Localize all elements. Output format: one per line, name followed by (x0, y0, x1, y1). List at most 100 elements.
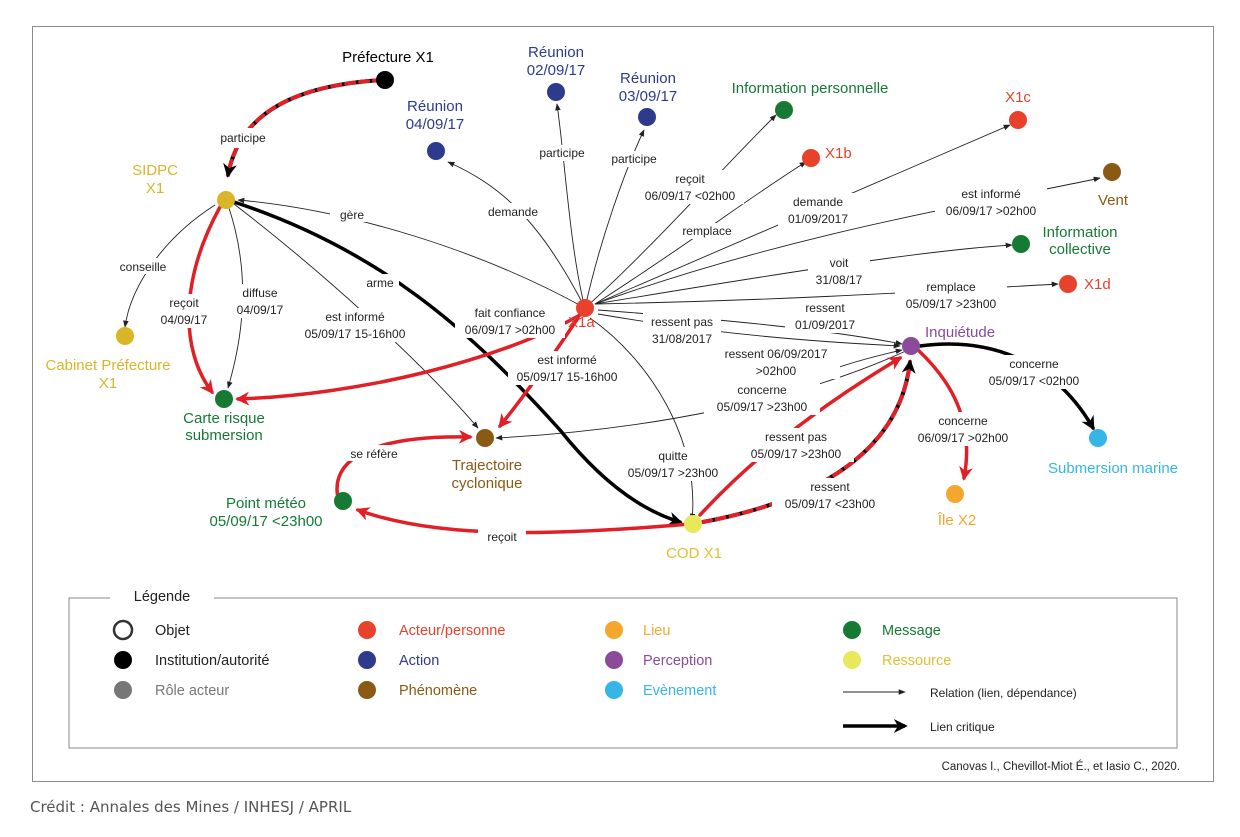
node-inquietude-label: Inquiétude (925, 324, 995, 341)
node-prefecture (376, 71, 394, 89)
label-remplace-x1d-1: remplace (926, 280, 976, 294)
label-recoit-perso-1: reçoit (675, 172, 705, 186)
edge-demande (447, 161, 586, 309)
edge-participe-pref-dash (223, 78, 384, 178)
label-ressent-0609-1: ressent 06/09/2017 (725, 347, 828, 361)
label-concerne-ile-2: 06/09/17 >02h00 (918, 431, 1009, 445)
label-recoit-carte-1: reçoit (169, 296, 199, 310)
legend-institution: Institution/autorité (155, 653, 269, 669)
legend-message-swatch (843, 621, 861, 639)
edge-recoit-perso (584, 114, 777, 309)
label-ressent-pas-2: 31/08/2017 (652, 332, 712, 346)
node-prefecture-label: Préfecture X1 (342, 49, 434, 66)
node-carte (215, 390, 233, 408)
label-est-informe-sidpc-1: est informé (325, 310, 385, 324)
edge-arme (232, 200, 683, 526)
label-demande-x1c-1: demande (793, 195, 843, 209)
label-est-informe-x1a-1: est informé (537, 353, 597, 367)
node-point-meteo-label-1: Point météo (226, 495, 306, 512)
label-arme: arme (366, 276, 394, 290)
citation: Canovas I., Chevillot-Miot É., et Iasio … (941, 761, 1180, 773)
label-diffuse-2: 04/09/17 (237, 303, 284, 317)
legend-lieu-swatch (605, 621, 623, 639)
legend-role-swatch (114, 681, 132, 699)
node-ile-label: Île X2 (937, 512, 976, 529)
node-reunion-0309-label-2: 03/09/17 (619, 88, 677, 105)
legend-phenomene-swatch (358, 681, 376, 699)
label-quitte-1: quitte (658, 449, 688, 463)
node-reunion-0409-label-1: Réunion (407, 98, 463, 115)
legend-ressource-swatch (843, 651, 861, 669)
legend-perception: Perception (643, 653, 712, 669)
label-est-informe-sidpc-2: 05/09/17 15-16h00 (305, 327, 406, 341)
legend-ressource: Ressource (882, 653, 951, 669)
edge-gere (237, 197, 586, 309)
node-vent-label: Vent (1098, 192, 1129, 209)
legend-critique: Lien critique (930, 720, 995, 734)
node-trajectoire-label-2: cyclonique (452, 475, 523, 492)
legend-title: Légende (134, 589, 190, 605)
node-info-coll-label-2: collective (1049, 241, 1111, 258)
legend-evenement-swatch (605, 681, 623, 699)
node-info-coll-label-1: Information (1042, 224, 1117, 241)
label-remplace-x1d-2: 05/09/17 >23h00 (906, 297, 997, 311)
node-reunion-0409-label-2: 04/09/17 (406, 116, 464, 133)
node-point-meteo (334, 492, 352, 510)
edge-ressent-cod-dash (701, 359, 916, 524)
label-concerne-sub-1: concerne (1009, 357, 1059, 371)
label-ressent-pas-cod-1: ressent pas (765, 430, 827, 444)
node-trajectoire (476, 429, 494, 447)
image-credit: Crédit : Annales des Mines / INHESJ / AP… (30, 798, 352, 816)
label-voit-2: 31/08/17 (816, 273, 863, 287)
label-ressent-2: 01/09/2017 (795, 318, 855, 332)
legend-objet-swatch (112, 619, 134, 641)
label-ressent-pas-cod-2: 05/09/17 >23h00 (751, 447, 842, 461)
node-x1a (576, 299, 594, 317)
node-x1a-label: X1a (568, 314, 595, 331)
label-demande: demande (488, 205, 538, 219)
label-remplace-x1b: remplace (682, 224, 732, 238)
legend-objet: Objet (155, 623, 190, 639)
node-reunion-0209-label-1: Réunion (528, 44, 584, 61)
node-sidpc-label-1: SIDPC (132, 162, 178, 179)
label-gere: gère (340, 208, 364, 222)
edge-concerne-ile (916, 348, 973, 481)
node-point-meteo-label-2: 05/09/17 <23h00 (209, 513, 322, 530)
label-conseille: conseille (120, 260, 167, 274)
edge-participe-03 (584, 129, 645, 309)
legend-action-swatch (358, 651, 376, 669)
legend-lieu: Lieu (643, 623, 670, 639)
label-recoit-perso-2: 06/09/17 <02h00 (645, 189, 736, 203)
label-concerne-sub-2: 05/09/17 <02h00 (989, 374, 1080, 388)
node-x1c-label: X1c (1005, 89, 1031, 106)
node-reunion-0209-label-2: 02/09/17 (527, 62, 585, 79)
label-se-refere: se réfère (350, 447, 398, 461)
legend-action: Action (399, 653, 439, 669)
legend-relation: Relation (lien, dépendance) (930, 686, 1077, 700)
legend-phenomene: Phénomène (399, 683, 477, 699)
diagram-frame (32, 26, 1214, 782)
node-reunion-0209 (547, 83, 565, 101)
label-fait-confiance-1: fait confiance (475, 306, 546, 320)
legend-acteur: Acteur/personne (399, 623, 505, 639)
label-participe-03: participe (611, 152, 657, 166)
node-submersion (1089, 429, 1107, 447)
node-x1b-label: X1b (825, 145, 852, 162)
label-ressent-cod-1: ressent (810, 480, 850, 494)
label-concerne-traj-2: 05/09/17 >23h00 (717, 400, 808, 414)
label-recoit-carte-2: 04/09/17 (161, 313, 208, 327)
node-carte-label-1: Carte risque (183, 410, 265, 427)
node-x1c (1009, 111, 1027, 129)
node-reunion-0309-label-1: Réunion (620, 70, 676, 87)
node-info-coll (1012, 235, 1030, 253)
node-vent (1103, 163, 1121, 181)
node-x1d (1059, 275, 1077, 293)
node-cabinet-label-1: Cabinet Préfecture (45, 357, 170, 374)
legend-acteur-swatch (358, 621, 376, 639)
node-sidpc (217, 191, 235, 209)
legend-perception-swatch (605, 651, 623, 669)
node-cabinet-label-2: X1 (99, 375, 117, 392)
legend-institution-swatch (114, 651, 132, 669)
label-ressent-pas-1: ressent pas (651, 315, 713, 329)
